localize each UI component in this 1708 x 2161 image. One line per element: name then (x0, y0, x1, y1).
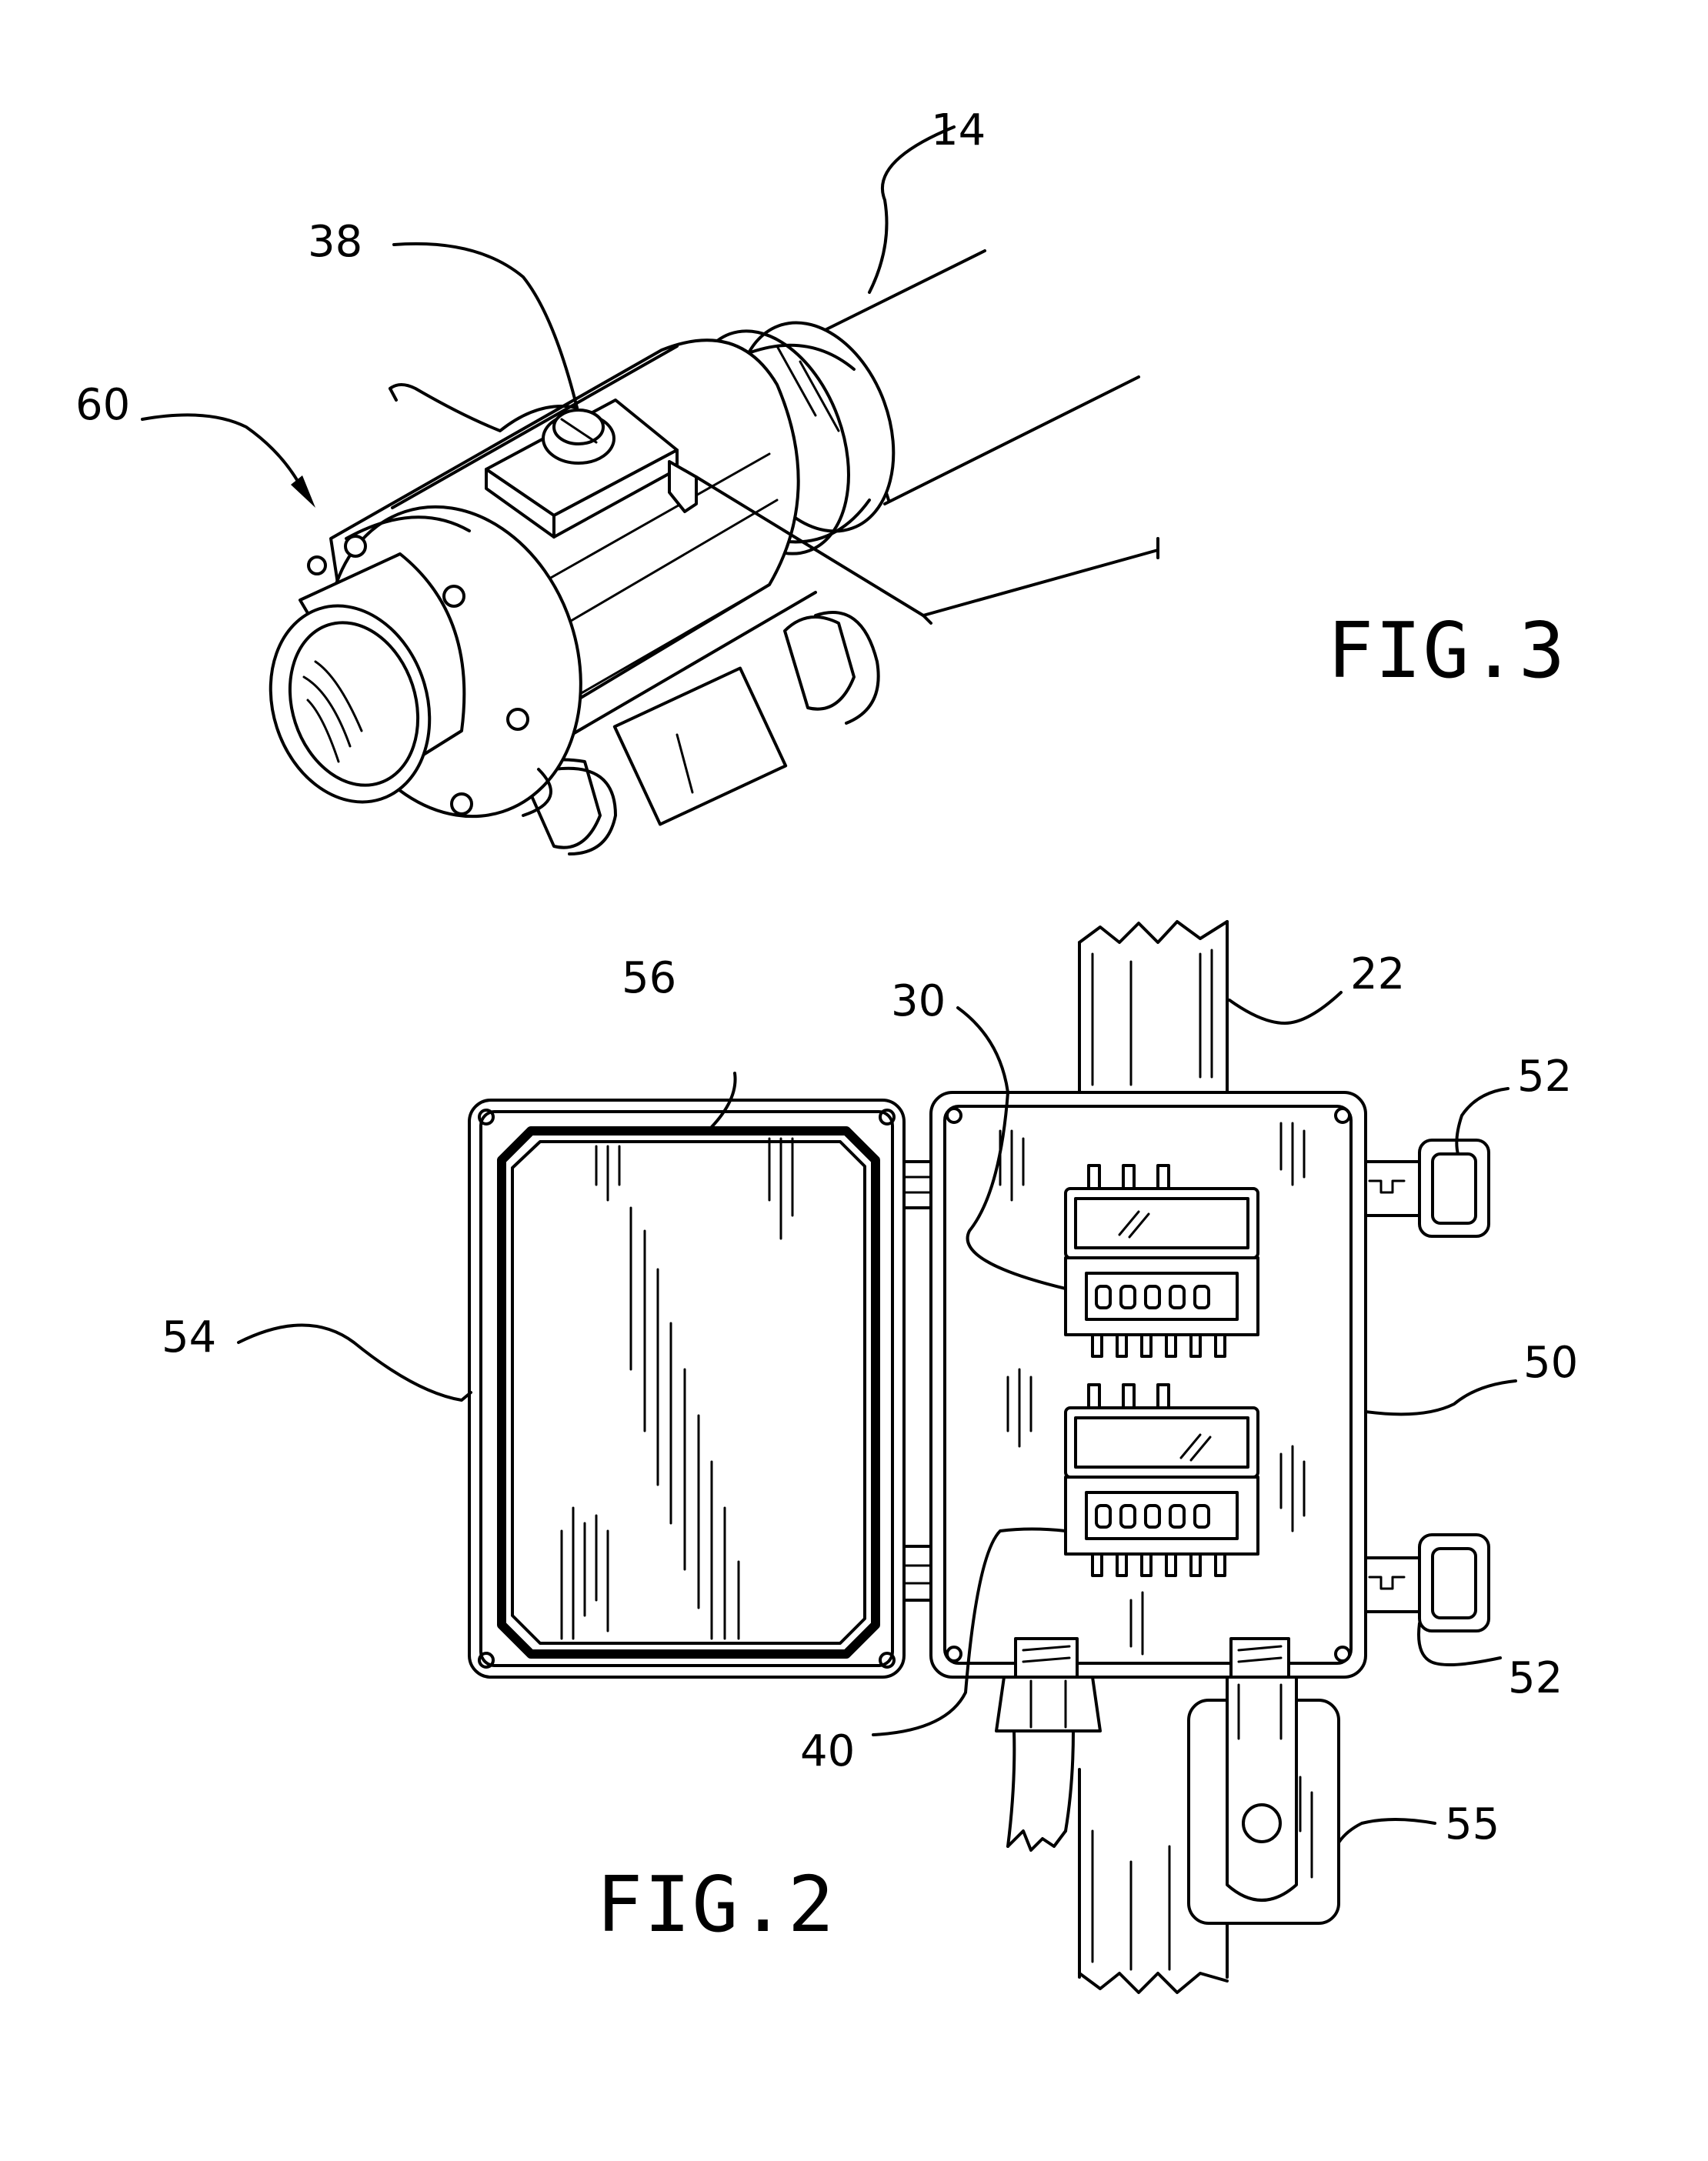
fig2-ref-22: 22 (1350, 949, 1405, 999)
fig2-ref-52-top: 52 (1517, 1052, 1572, 1102)
fig2-caption: FIG.2 (596, 1859, 836, 1949)
flange-bolt (444, 586, 464, 606)
fig2-ref-40: 40 (800, 1726, 855, 1776)
fig2-ref-55: 55 (1445, 1799, 1500, 1849)
fig2-drawing (239, 922, 1516, 1993)
fig3-ref-60: 60 (75, 380, 130, 430)
flange-bolt (345, 536, 365, 556)
flange-bolt (309, 557, 325, 574)
fig2-ref-54: 54 (162, 1312, 216, 1362)
connector-55 (1189, 1639, 1339, 1923)
fig2-ref-56: 56 (622, 953, 676, 1003)
fig3-drawing (142, 127, 1158, 854)
fig2-ref-50: 50 (1523, 1338, 1578, 1388)
latch-52-bottom (1366, 1535, 1489, 1631)
hinges (904, 1162, 931, 1600)
fig3-caption: FIG.3 (1327, 605, 1566, 695)
display-module-40 (1066, 1385, 1258, 1576)
fig3-ref-38: 38 (308, 217, 362, 267)
fig2-ref-30: 30 (891, 976, 946, 1026)
latch-52-top (1366, 1140, 1489, 1236)
display-module-30 (1066, 1166, 1258, 1356)
flange-bolt (452, 794, 472, 814)
fig2-ref-52-bottom: 52 (1508, 1653, 1563, 1703)
fig3-ref-14: 14 (931, 105, 986, 155)
enclosure-lid-56 (469, 1100, 904, 1677)
flange-bolt (508, 709, 528, 729)
enclosure-base-50 (931, 1092, 1366, 1677)
